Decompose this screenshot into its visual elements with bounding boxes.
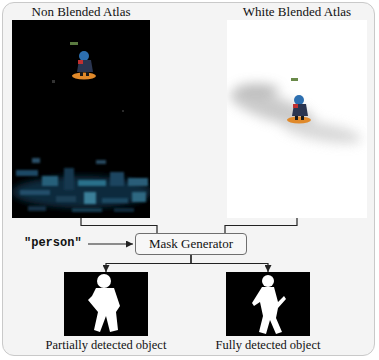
partial-mask-image [64,272,148,336]
image-frame [12,20,150,218]
mask-panel: Partially detected object [36,272,176,353]
image-frame [226,272,310,336]
non-blended-atlas-image [12,20,150,218]
white-blended-atlas-image [227,20,367,218]
atlas-heading: Non Blended Atlas [12,3,150,20]
image-frame [227,20,367,218]
atlas-panel: White Blended Atlas [227,3,367,218]
full-mask-image [226,272,310,336]
connector [106,255,191,272]
connector [225,218,297,233]
image-frame [64,272,148,336]
mask-caption: Partially detected object [36,338,176,353]
connector [191,255,268,272]
process-box: Mask Generator [135,233,247,255]
mask-caption: Fully detected object [198,338,338,353]
input-arrow [88,243,133,244]
mask-panel: Fully detected object [198,272,338,353]
atlas-heading: White Blended Atlas [227,3,367,20]
class-prompt: "person" [24,236,82,251]
connector [81,218,157,233]
atlas-panel: Non Blended Atlas [12,3,150,218]
process-label: Mask Generator [144,236,238,252]
